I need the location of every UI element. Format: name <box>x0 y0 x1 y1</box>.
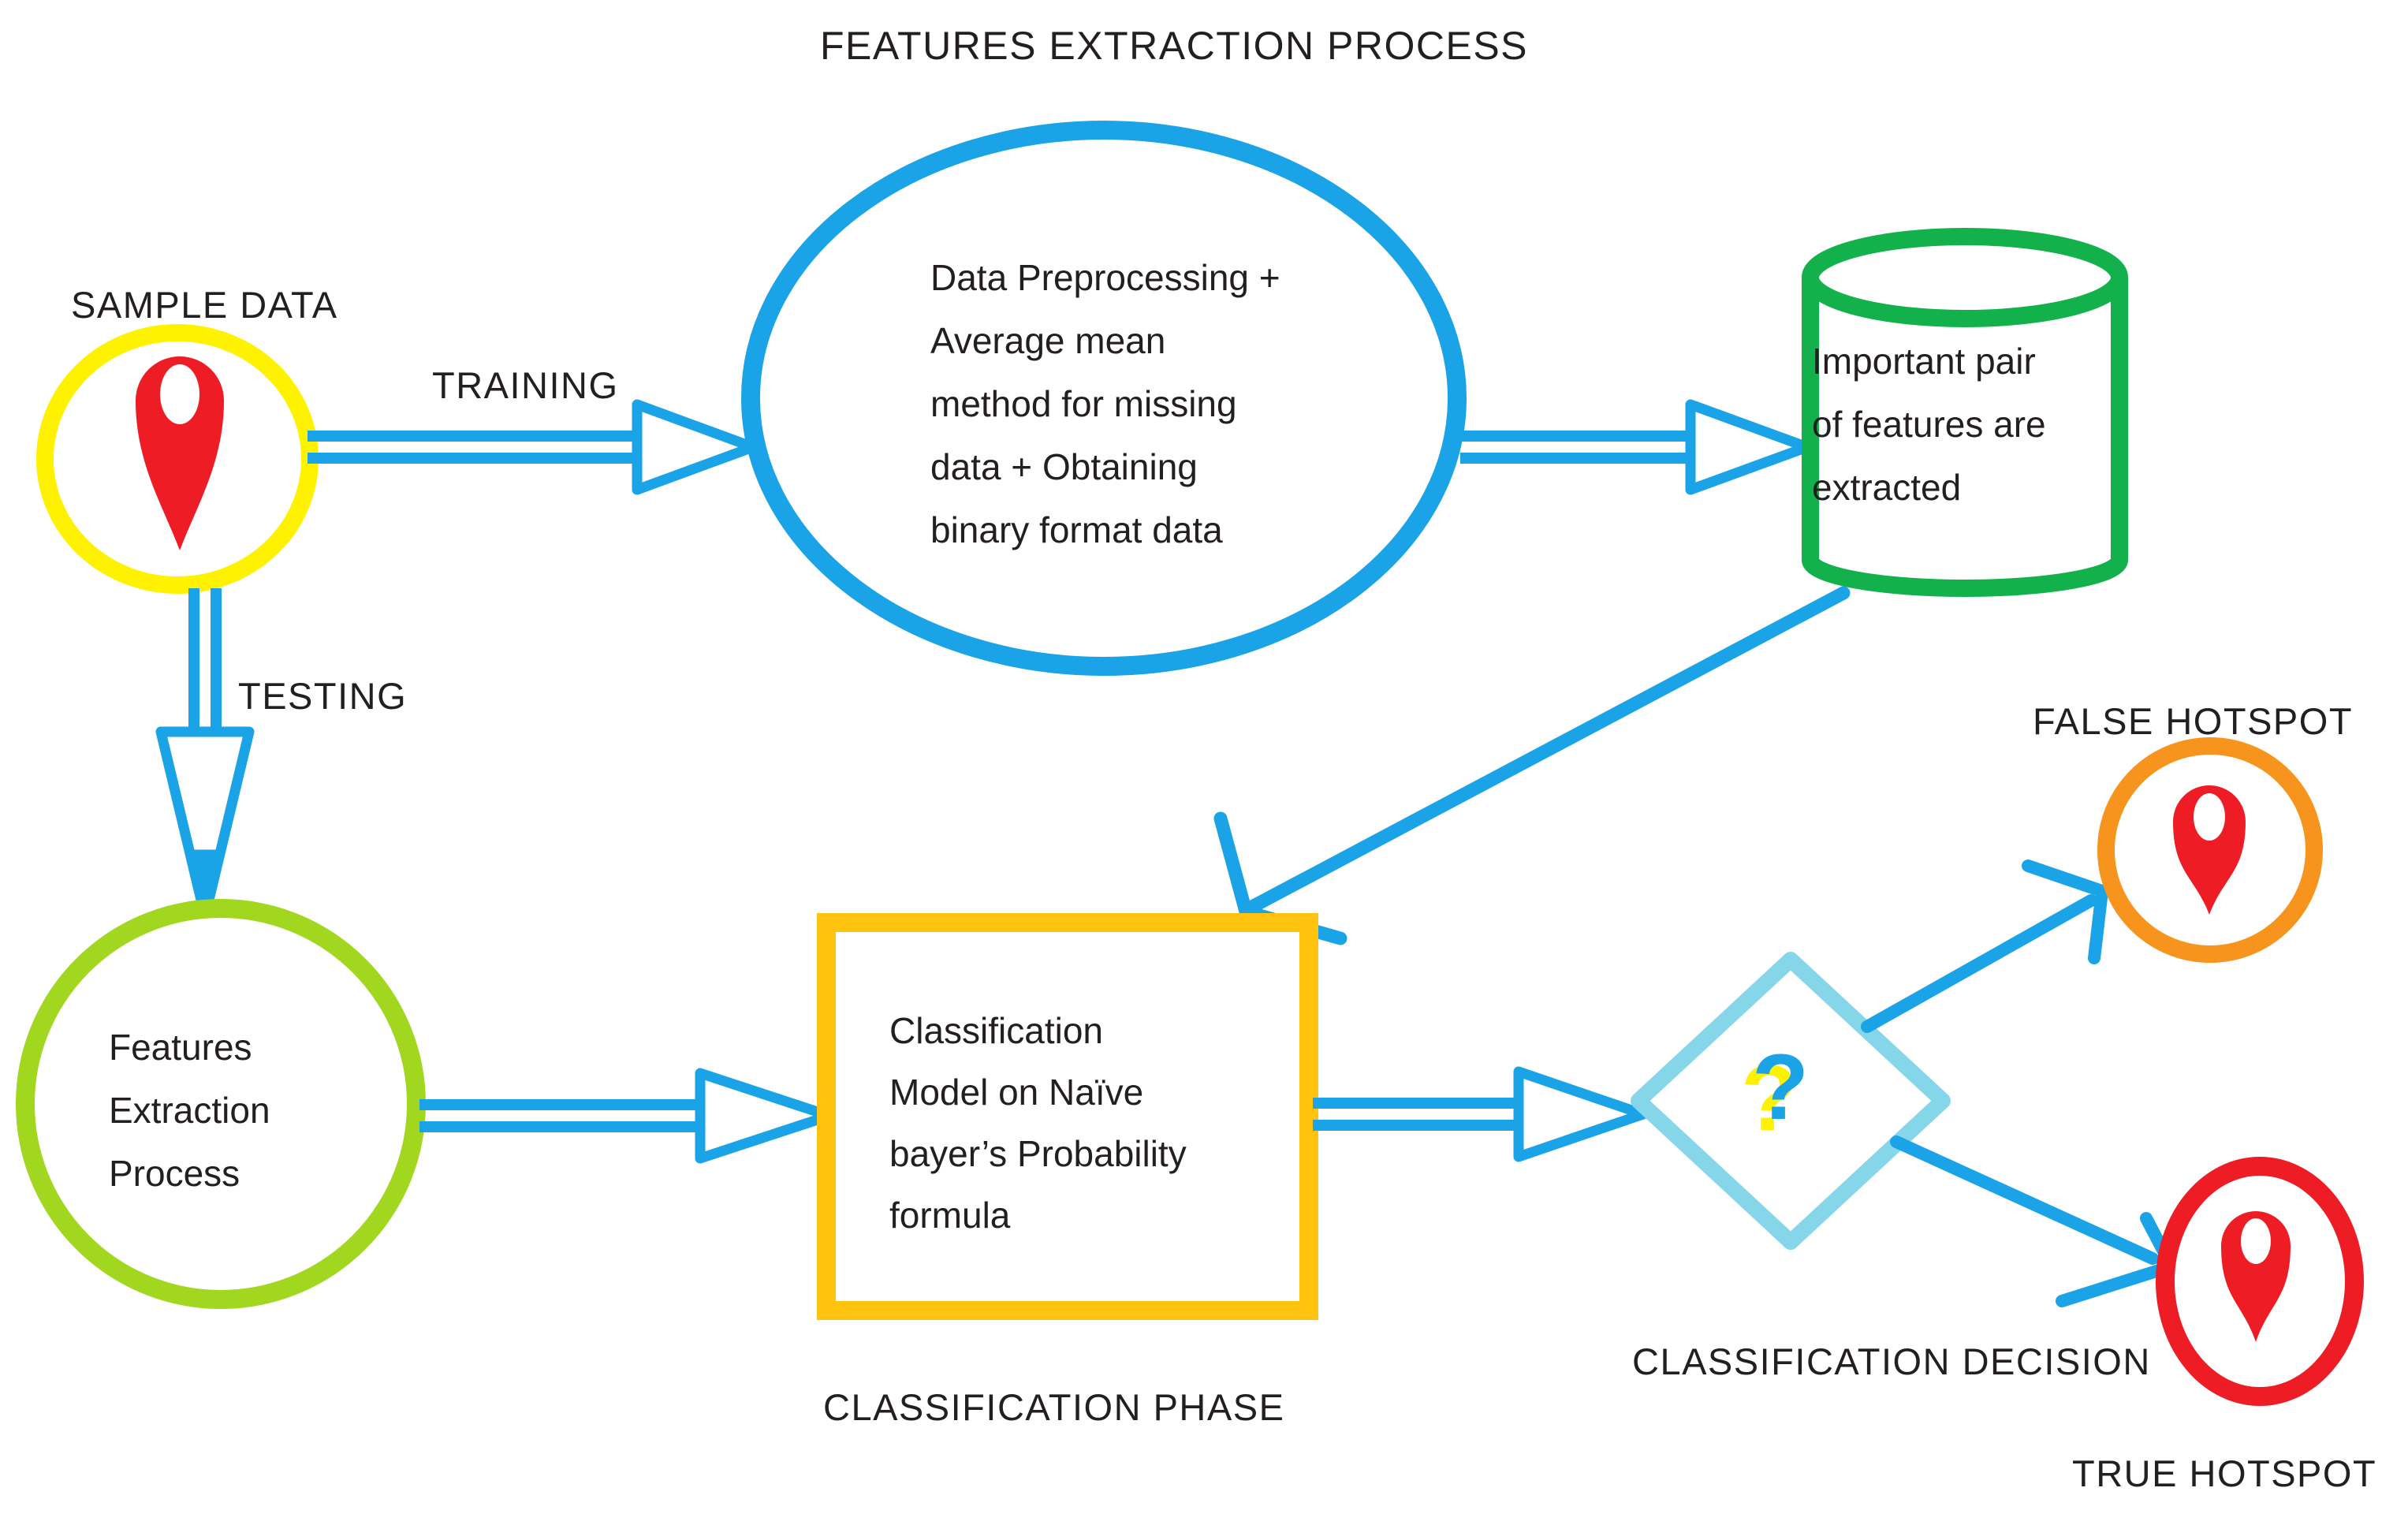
decision-to-false-arrow <box>1861 859 2108 1033</box>
text-line: Data Preprocessing + <box>930 257 1280 298</box>
false-hotspot-node <box>2097 737 2323 963</box>
cylinder-body <box>1802 278 2128 597</box>
decision-question-mark: ? <box>1752 1035 1810 1139</box>
classification-model-text: Classification Model on Naïve bayer’s Pr… <box>889 1000 1187 1246</box>
true-hotspot-label: TRUE HOTSPOT <box>2072 1452 2377 1494</box>
classification-model-box <box>817 913 1318 1320</box>
text-line: Process <box>109 1153 240 1194</box>
map-pin-icon <box>136 356 224 550</box>
circle-to-box-arrow <box>419 1068 835 1164</box>
text-line: method for missing <box>930 383 1237 424</box>
arrow-line <box>1245 586 1851 914</box>
map-pin-hole <box>160 364 199 424</box>
db-to-box-arrow <box>1213 586 1851 945</box>
arrow-line <box>1861 894 2097 1033</box>
arrow-head <box>155 726 255 922</box>
text-line: Important pair <box>1812 341 2036 382</box>
map-pin-hole <box>2241 1218 2271 1264</box>
training-edge-label: TRAINING <box>432 364 619 406</box>
text-line: Model on Naïve <box>889 1072 1144 1113</box>
true-hotspot-node <box>2156 1157 2364 1406</box>
arrow-head-tip <box>187 849 223 925</box>
text-line: Classification <box>889 1010 1103 1051</box>
text-line: data + Obtaining <box>930 446 1198 487</box>
cylinder-top <box>1802 228 2128 327</box>
arrow-head <box>1513 1066 1649 1162</box>
text-line: of features are <box>1812 404 2046 445</box>
text-line: formula <box>889 1195 1011 1236</box>
arrow-head <box>695 1068 835 1164</box>
features-db-text: Important pair of features are extracted <box>1812 330 2046 519</box>
map-pin-icon <box>2221 1211 2291 1342</box>
training-arrow <box>308 399 759 495</box>
testing-arrow <box>155 588 255 925</box>
preprocessing-text: Data Preprocessing + Average mean method… <box>930 246 1280 561</box>
text-line: binary format data <box>930 509 1223 550</box>
ellipse-to-db-arrow <box>1460 399 1813 495</box>
text-line: Features <box>109 1027 252 1068</box>
text-line: Average mean <box>930 320 1166 361</box>
decision-to-true-arrow <box>1890 1135 2178 1307</box>
arrow-line <box>1890 1135 2159 1265</box>
features-extraction-circle <box>16 899 426 1309</box>
decision-question-mark-shadow: ? <box>1741 1046 1799 1150</box>
text-line: Extraction <box>109 1090 270 1131</box>
classification-phase-caption: CLASSIFICATION PHASE <box>823 1386 1285 1428</box>
map-pin-icon <box>2173 785 2246 915</box>
map-pin-hole <box>2194 793 2225 841</box>
arrow-head <box>1685 399 1813 495</box>
false-hotspot-label: FALSE HOTSPOT <box>2033 700 2354 742</box>
text-line: extracted <box>1812 467 1962 508</box>
features-db-cylinder <box>1802 228 2128 597</box>
diagram-title: FEATURES EXTRACTION PROCESS <box>820 24 1529 68</box>
arrow-head <box>2022 859 2108 964</box>
preprocessing-ellipse <box>741 121 1467 676</box>
sample-data-node <box>36 324 319 594</box>
text-line: bayer’s Probability <box>889 1133 1187 1174</box>
classification-decision-caption: CLASSIFICATION DECISION <box>1632 1341 2151 1382</box>
arrow-head <box>632 399 759 495</box>
box-to-decision-arrow <box>1313 1066 1649 1162</box>
sample-data-label: SAMPLE DATA <box>71 284 338 326</box>
testing-edge-label: TESTING <box>238 675 408 717</box>
features-extraction-text: Features Extraction Process <box>109 1016 270 1205</box>
